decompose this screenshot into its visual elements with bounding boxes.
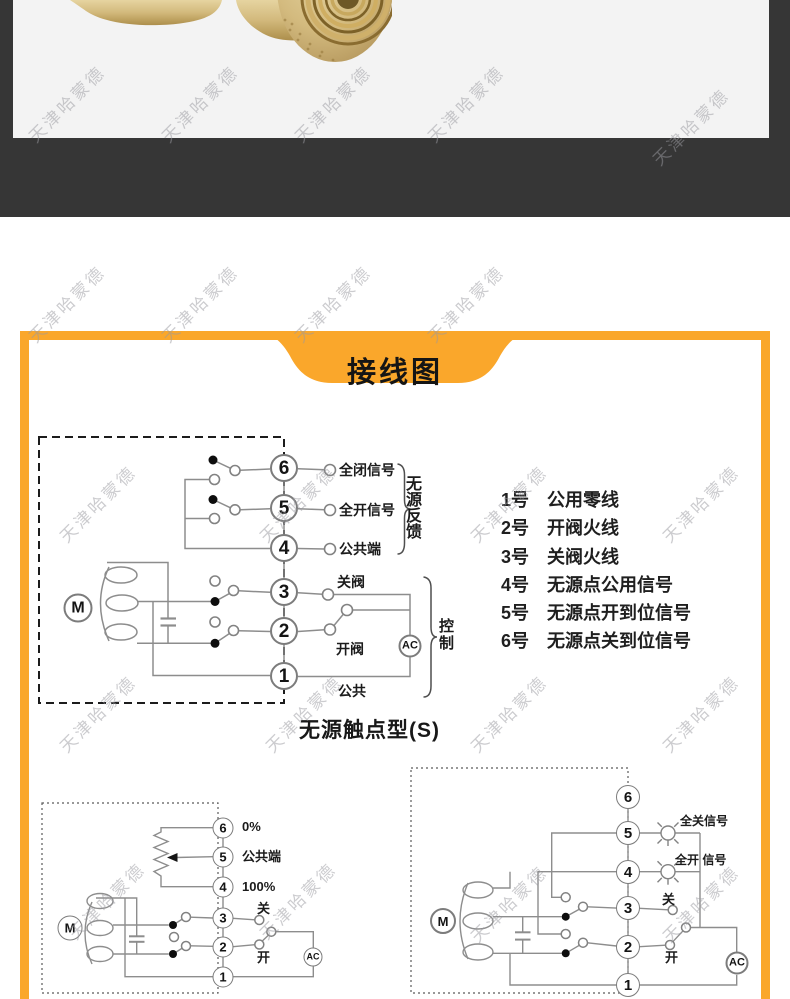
br-terminal-6: 6	[616, 785, 640, 809]
legend-line-2: 2号 开阀火线	[501, 518, 620, 538]
main-terminal-3: 3	[270, 578, 298, 606]
main-wires	[137, 459, 411, 678]
bl-cam-dots	[169, 921, 177, 958]
valve-body	[70, 0, 392, 62]
br-motor-winding	[459, 881, 494, 961]
product-photo-card	[13, 0, 769, 138]
br-terminal-4: 4	[616, 860, 640, 884]
label-common-terminal: 公共端	[339, 541, 381, 557]
lamp-icon-full-open	[657, 860, 679, 885]
bl-motor-winding	[84, 892, 114, 965]
legend-line-1: 1号 公用零线	[501, 490, 620, 510]
br-cam-dots	[561, 912, 570, 958]
main-terminal-6: 6	[270, 454, 298, 482]
main-terminal-5: 5	[270, 494, 298, 522]
bl-terminal-4: 4	[212, 876, 234, 898]
br-terminal-2: 2	[616, 935, 640, 959]
br-label-open: 开	[665, 950, 679, 965]
main-capacitor	[107, 561, 176, 644]
bl-terminal-5: 5	[212, 846, 234, 868]
bl-dotted-enclosure	[41, 802, 219, 994]
main-terminal-4: 4	[270, 534, 298, 562]
bl-label-open: 开	[257, 950, 271, 965]
label-open-valve: 开阀	[336, 641, 364, 657]
br-terminal-5: 5	[616, 821, 640, 845]
main-motor-winding	[99, 566, 139, 642]
thread-rings	[300, 0, 392, 46]
bl-terminal-3: 3	[212, 907, 234, 929]
br-label-full-open-signal: 全开 信号	[675, 853, 727, 867]
panel-title: 接线图	[346, 357, 444, 389]
wiring-panel	[20, 331, 770, 999]
knurl-texture	[283, 18, 335, 62]
bl-label-100pct: 100%	[242, 879, 276, 894]
legend-line-6: 6号 无源点关到位信号	[501, 630, 692, 651]
main-terminal-1: 1	[270, 662, 298, 690]
control-brace	[423, 576, 438, 698]
main-cam-dots	[208, 455, 220, 648]
main-ac-node: AC	[398, 634, 422, 658]
bl-label-common: 公共端	[242, 849, 282, 864]
bl-ac-node: AC	[303, 947, 323, 967]
potentiometer	[152, 827, 213, 888]
br-wires	[493, 832, 738, 986]
bl-terminal-6: 6	[212, 817, 234, 839]
label-passive-feedback: 无源反馈	[406, 476, 423, 541]
wiring-diagrams-graphics	[38, 436, 738, 994]
panel-title-tab	[250, 331, 540, 383]
main-dashed-enclosure	[38, 436, 285, 704]
label-close-valve: 关阀	[337, 574, 365, 590]
bl-label-0pct: 0%	[242, 819, 261, 834]
br-label-close: 关	[662, 892, 676, 907]
bl-terminal-1: 1	[212, 966, 234, 988]
br-ac-node: AC	[725, 951, 749, 975]
bl-label-close: 关	[257, 901, 271, 916]
br-contact-circles	[560, 892, 692, 951]
label-common: 公共	[338, 683, 366, 699]
feedback-brace	[397, 463, 411, 555]
br-terminal-1: 1	[616, 973, 640, 997]
main-motor-node: M	[63, 593, 93, 623]
br-label-full-closed-signal: 全关信号	[680, 814, 729, 828]
bl-contact-circles	[168, 911, 277, 952]
brass-valve-image	[70, 0, 392, 62]
legend-line-3: 3号 关阀火线	[501, 546, 620, 567]
main-terminal-2: 2	[270, 617, 298, 645]
label-full-open-signal: 全开信号	[339, 502, 395, 518]
label-control: 控制	[439, 618, 455, 652]
br-motor-node: M	[430, 908, 456, 934]
br-dotted-enclosure	[410, 767, 629, 994]
bl-terminal-2: 2	[212, 936, 234, 958]
legend-line-5: 5号 无源点开到位信号	[501, 602, 692, 623]
br-terminal-3: 3	[616, 896, 640, 920]
lamp-icon-full-closed	[657, 822, 679, 846]
main-diagram	[38, 436, 438, 704]
label-full-closed-signal: 全闭信号	[339, 462, 395, 478]
main-diagram-caption: 无源触点型(S)	[299, 719, 440, 742]
bottom-left-diagram	[41, 802, 314, 994]
legend-line-4: 4号 无源点公用信号	[501, 574, 674, 595]
wiper-arrow	[167, 853, 178, 862]
bl-wires	[96, 897, 314, 978]
bottom-right-diagram	[410, 767, 738, 994]
main-contact-circles	[208, 463, 354, 637]
bl-motor-node: M	[57, 915, 83, 941]
